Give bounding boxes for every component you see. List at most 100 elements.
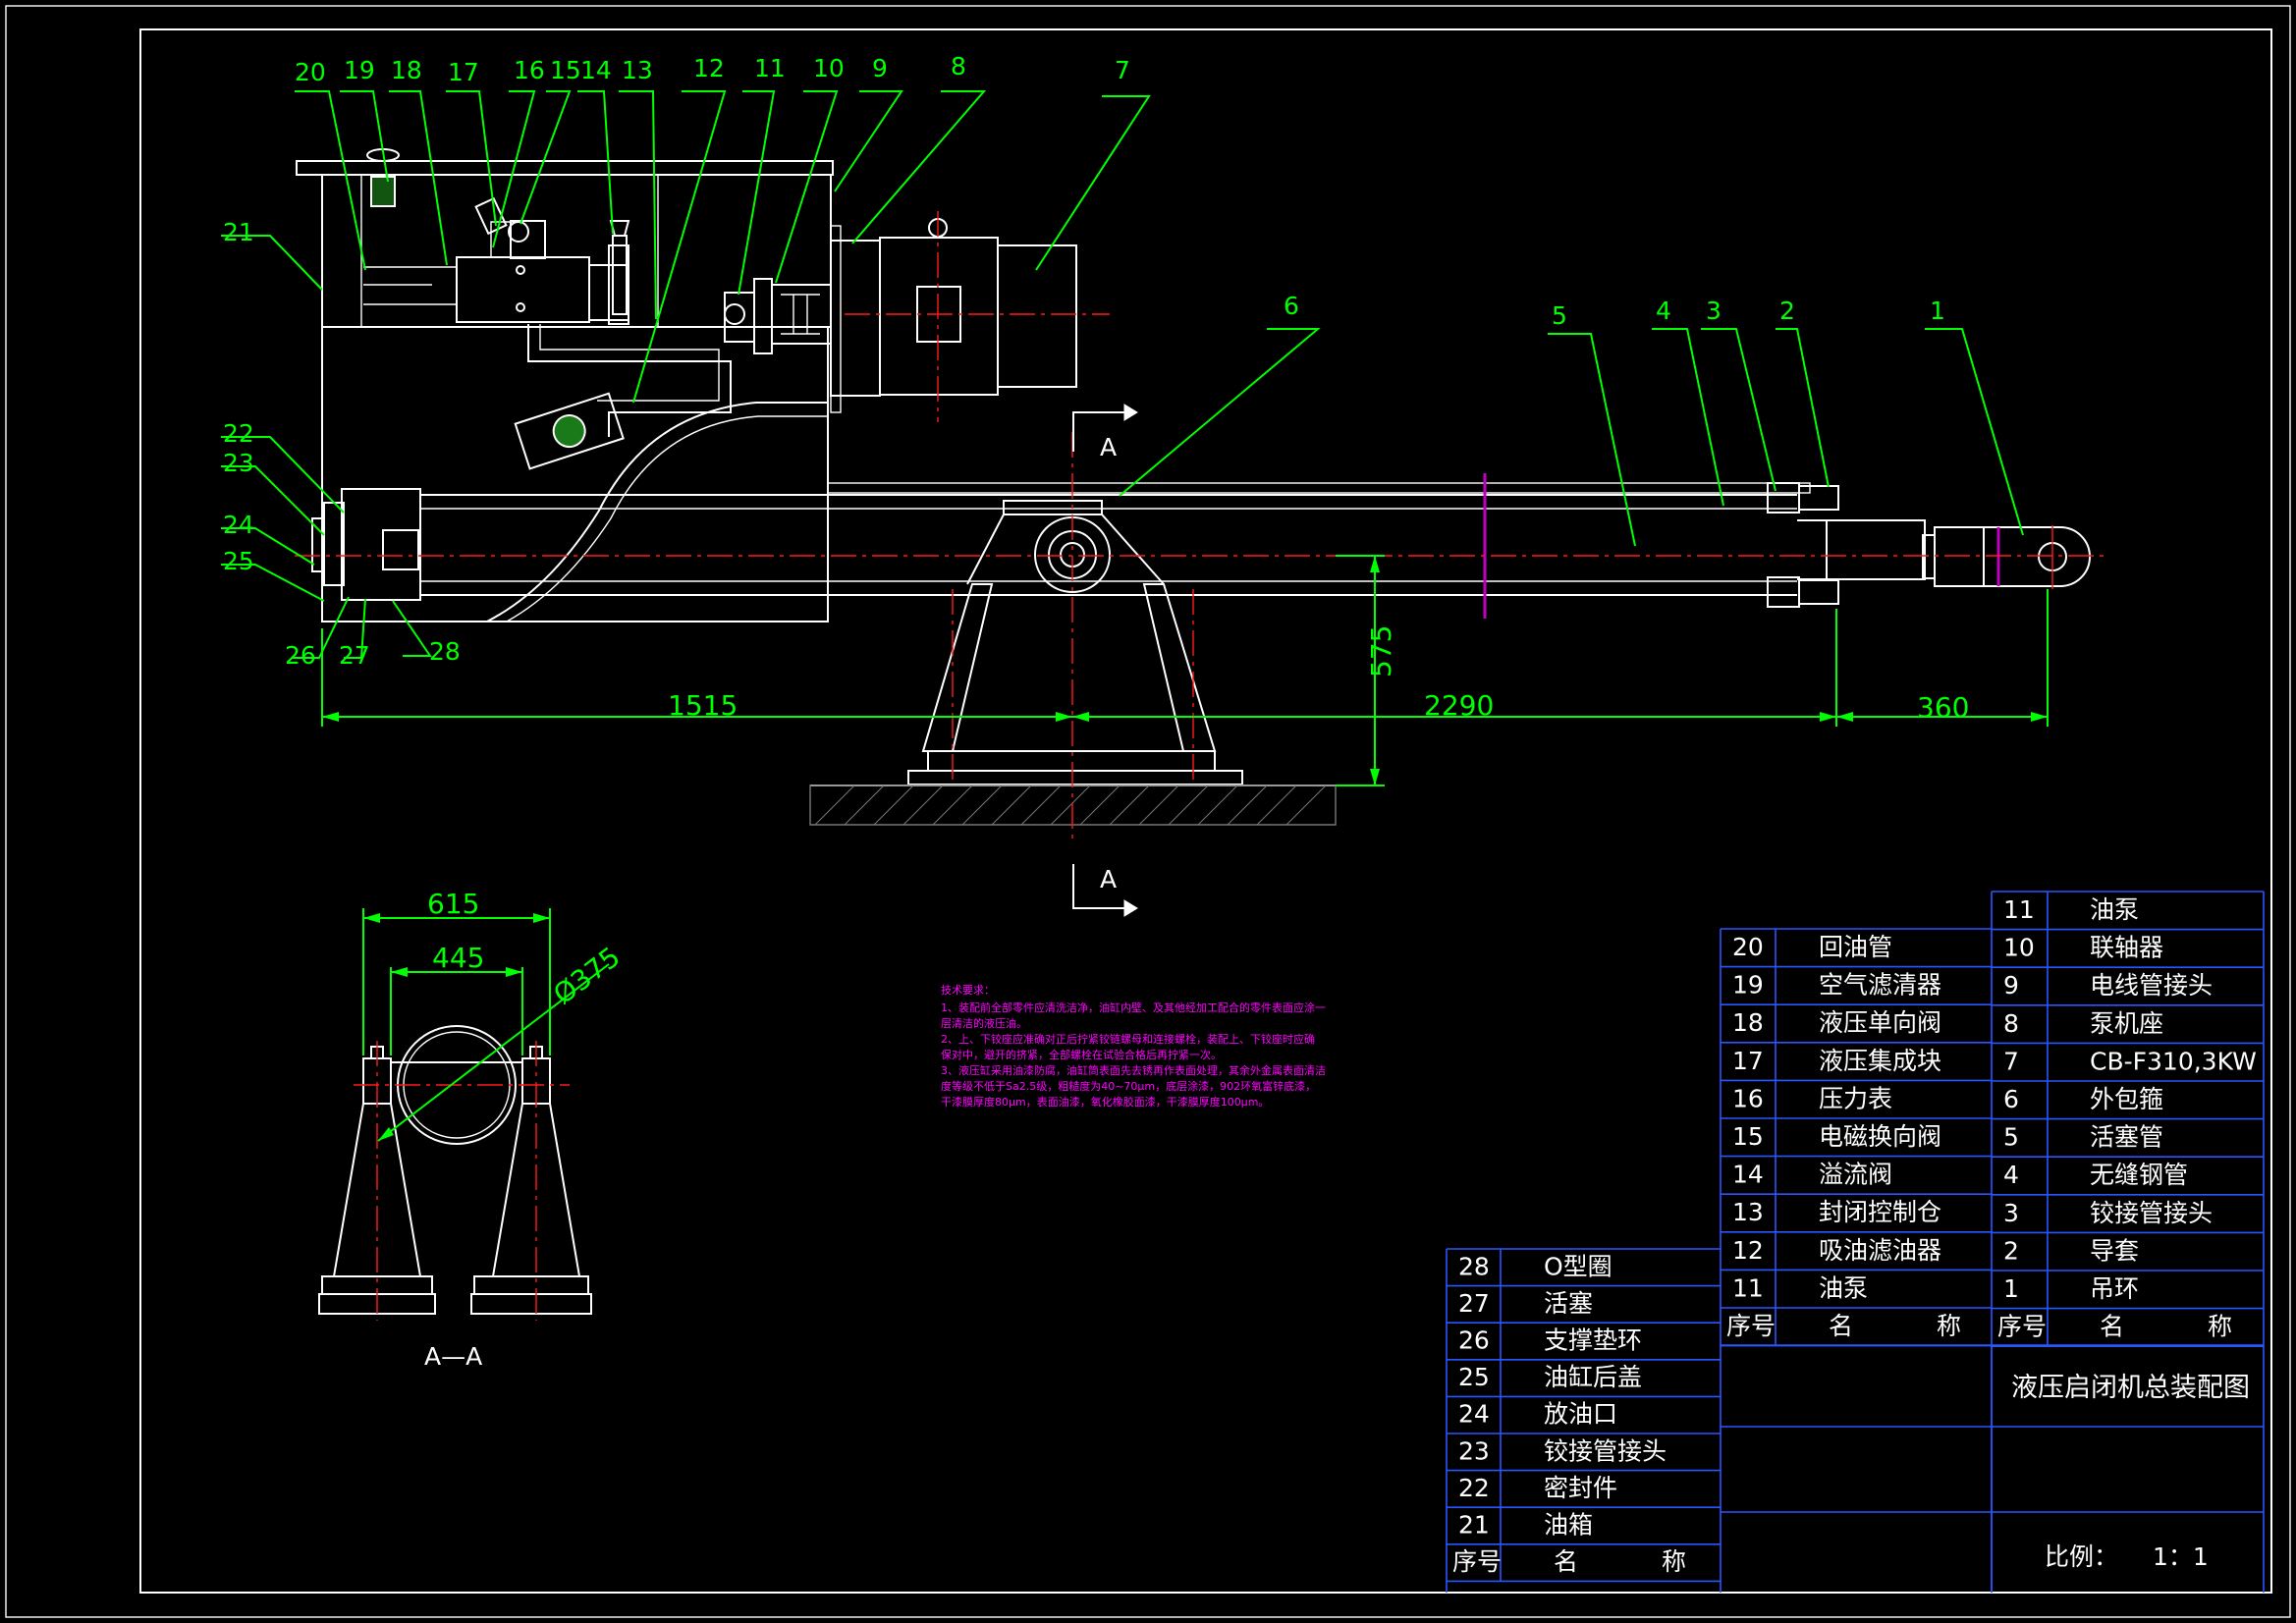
balloon-leader <box>492 90 536 248</box>
table-cell-no: 23 <box>1458 1436 1490 1465</box>
balloon-leader <box>619 90 657 320</box>
balloon-leader <box>1035 95 1151 271</box>
table-cell-name: 密封件 <box>1544 1474 1617 1502</box>
table-cell-name: 铰接管接头 <box>1544 1436 1667 1465</box>
balloon-number: 12 <box>693 54 725 82</box>
table-cell-no: 4 <box>2003 1161 2019 1189</box>
table-cell-name: 电磁换向阀 <box>1819 1122 1941 1151</box>
table-cell-name: 液压单向阀 <box>1819 1008 1941 1037</box>
table-cell-no: 26 <box>1458 1326 1490 1355</box>
balloon-number: 26 <box>285 641 316 670</box>
drawing-title: 液压启闭机总装配图 <box>2011 1373 2250 1403</box>
table-cell-no: 10 <box>2003 934 2035 962</box>
scale-value: 1：1 <box>2153 1542 2209 1571</box>
dim-1515: 1515 <box>668 689 738 722</box>
section-letter-bottom: A <box>1100 865 1117 893</box>
air-filter <box>366 148 400 207</box>
dim-615: 615 <box>427 888 479 920</box>
balloon-number: 6 <box>1284 292 1299 320</box>
control-box-top-plate <box>296 160 834 176</box>
table-header-no: 序号 <box>1452 1547 1502 1576</box>
balloon-number: 13 <box>622 56 653 84</box>
pump-motor-set <box>724 218 1077 413</box>
balloon-leader <box>221 527 315 566</box>
balloon-number: 28 <box>429 637 461 666</box>
balloon-number: 2 <box>1779 297 1795 325</box>
balloon-leader <box>293 596 350 659</box>
table-header-no: 序号 <box>1726 1312 1776 1340</box>
notes-line: 度等级不低于Sa2.5级，粗糙度为40~70μm，底层涂漆，902环氧富锌底漆， <box>941 1079 1316 1093</box>
balloon-leader <box>1119 328 1321 497</box>
balloon-number: 16 <box>514 56 545 84</box>
table-cell-name: 油泵 <box>2090 895 2139 924</box>
balloon-number: 7 <box>1115 56 1130 84</box>
table-cell-name: CB-F310,3KW <box>2090 1047 2257 1075</box>
balloon-number: 17 <box>448 58 479 86</box>
table-header-name: 称 <box>1937 1312 1961 1340</box>
balloon-leader <box>775 90 839 284</box>
section-letter-top: A <box>1100 433 1117 461</box>
balloon-number: 15 <box>550 56 581 84</box>
part-balloons: 1234567891011121314151617181920212223242… <box>221 52 2024 670</box>
table-cell-no: 13 <box>1732 1198 1764 1226</box>
section-label: A—A <box>424 1342 482 1371</box>
balloon-leader <box>577 90 614 235</box>
table-header-no: 序号 <box>1997 1313 2047 1341</box>
table-header-name: 称 <box>2208 1313 2232 1341</box>
balloon-number: 18 <box>391 56 422 84</box>
balloon-number: 14 <box>580 56 612 84</box>
balloon-number: 27 <box>339 641 370 670</box>
main-dimensions: 1515 2290 360 575 <box>321 555 2049 786</box>
suction-filter <box>514 392 625 470</box>
table-cell-name: 吊环 <box>2090 1274 2139 1303</box>
table-cell-no: 22 <box>1458 1474 1490 1502</box>
table-cell-name: 溢流阀 <box>1819 1161 1892 1189</box>
oil-tank <box>321 326 829 622</box>
table-cell-name: 联轴器 <box>2090 934 2163 962</box>
balloon-leader <box>446 90 497 227</box>
balloon-leader <box>519 90 572 225</box>
table-cell-name: 液压集成块 <box>1819 1047 1941 1075</box>
table-cell-no: 3 <box>2003 1199 2019 1227</box>
table-cell-name: 油箱 <box>1544 1511 1593 1540</box>
table-cell-no: 24 <box>1458 1400 1490 1429</box>
notes-line: 保对中，避开的挤紧，全部螺栓在试验合格后再拧紧一次。 <box>941 1048 1222 1061</box>
table-header-name: 称 <box>1662 1547 1686 1576</box>
notes-line: 3、液压缸采用油漆防腐，油缸筒表面先去锈再作表面处理，其余外金属表面清洁 <box>941 1063 1326 1077</box>
ground-hatch <box>809 784 1337 826</box>
table-cell-name: 电线管接头 <box>2090 971 2213 1000</box>
balloon-leader <box>295 90 366 271</box>
section-mark-bottom: A <box>1072 864 1138 917</box>
notes-line: 1、装配前全部零件应清洗洁净，油缸内壁、及其他经加工配合的零件表面应涂一 <box>941 1001 1326 1014</box>
table-cell-name: 支撑垫环 <box>1544 1326 1642 1355</box>
table-cell-no: 27 <box>1458 1289 1490 1318</box>
drawing-frame <box>139 28 2272 1594</box>
section-a-a-view: 615 445 Ø375 A—A <box>318 888 627 1371</box>
table-cell-no: 15 <box>1732 1122 1764 1151</box>
table-cell-no: 21 <box>1458 1511 1490 1540</box>
balloon-leader <box>392 600 432 657</box>
balloon-leader <box>1776 328 1830 488</box>
table-header-name: 名 <box>2100 1313 2124 1341</box>
table-cell-no: 8 <box>2003 1009 2019 1038</box>
balloon-leader <box>1925 328 2024 536</box>
balloon-number: 3 <box>1706 297 1722 325</box>
balloon-number: 5 <box>1552 301 1567 330</box>
table-cell-no: 5 <box>2003 1123 2019 1152</box>
dim-360: 360 <box>1917 691 1969 724</box>
balloon-number: 1 <box>1930 297 1945 325</box>
balloon-number: 10 <box>813 54 845 82</box>
table-cell-name: 活塞 <box>1544 1289 1593 1318</box>
notes-line: 干漆膜厚度80μm，表面油漆，氧化橡胶面漆，干漆膜厚度100μm。 <box>941 1095 1269 1109</box>
balloon-leader <box>1701 328 1777 492</box>
table-cell-no: 12 <box>1732 1236 1764 1265</box>
hydraulic-cylinder <box>311 473 2091 619</box>
table-cell-no: 1 <box>2003 1274 2019 1303</box>
table-cell-name: O型圈 <box>1544 1252 1613 1280</box>
table-cell-no: 6 <box>2003 1085 2019 1113</box>
scale-label: 比例： <box>2045 1542 2118 1571</box>
dim-445: 445 <box>432 942 484 974</box>
table-cell-no: 25 <box>1458 1363 1490 1391</box>
balloon-number: 4 <box>1656 297 1671 325</box>
